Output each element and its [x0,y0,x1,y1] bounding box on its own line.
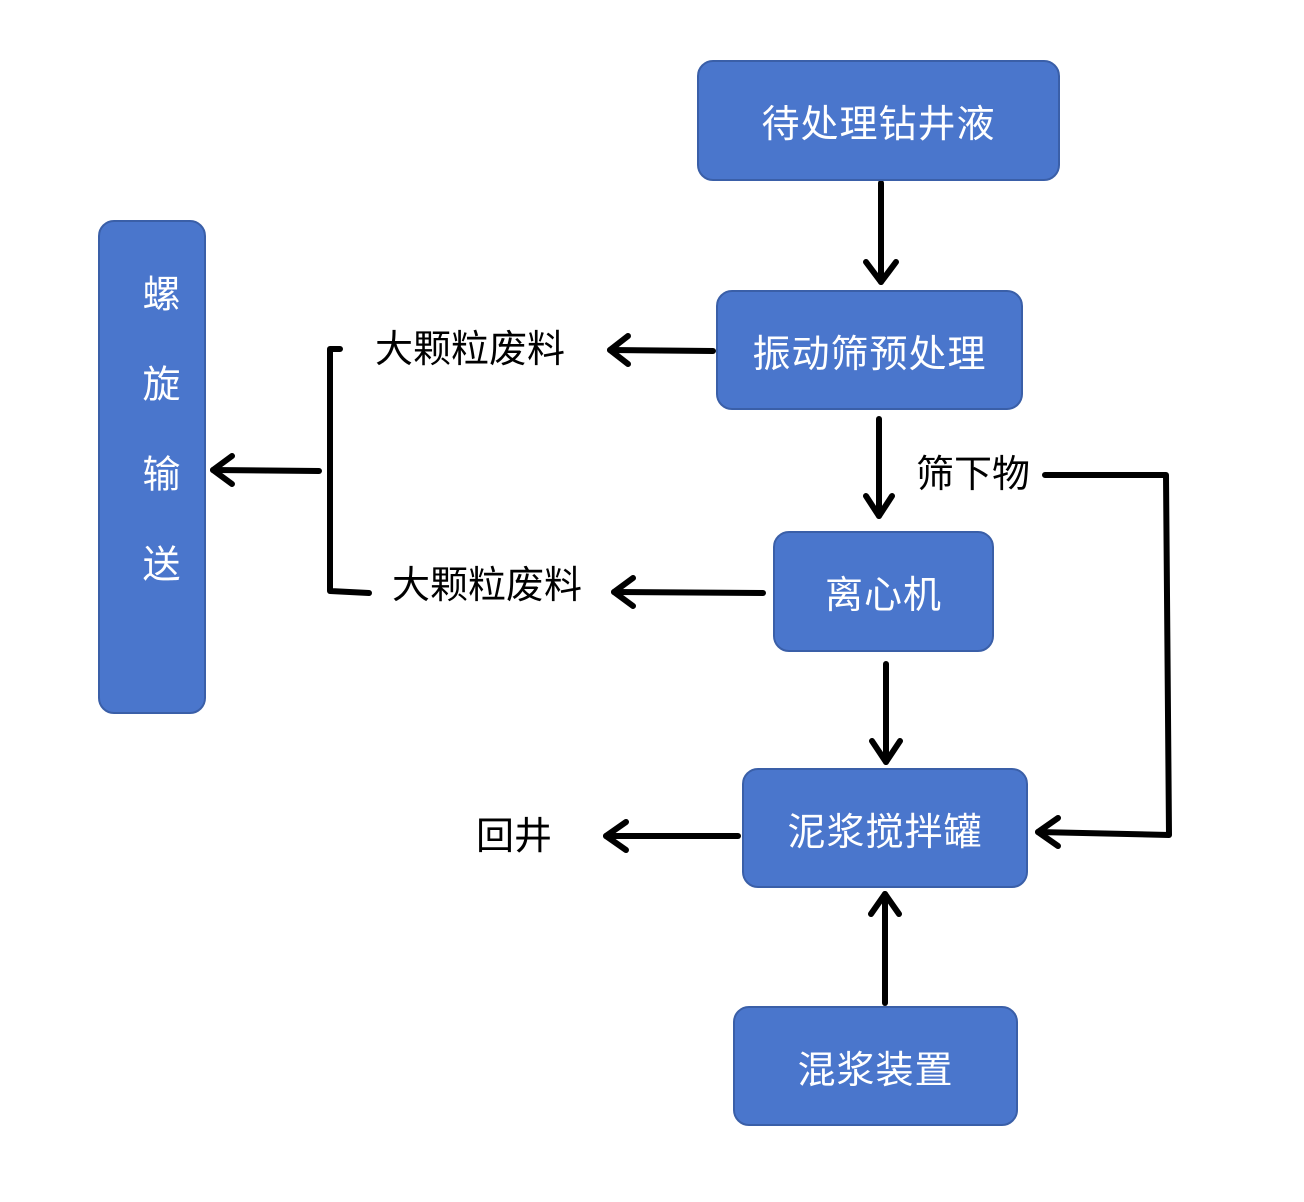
arrowhead-centrifuge-to-waste-bottom [611,575,636,609]
arrowhead-centrifuge-to-tank [869,738,903,765]
arrow-bracket-to-conveyor [210,467,322,474]
arrowhead-underflow-to-tank [1035,815,1061,849]
arrow-shaker-to-waste-top [607,347,716,354]
arrowhead-shaker-to-centrifuge [863,493,895,519]
node-input-drilling-fluid: 待处理钻井液 [697,60,1060,181]
arrowhead-input-to-shaker [863,259,899,285]
arrowhead-device-to-tank [868,891,902,917]
node-mud-mixing-device: 混浆装置 [733,1006,1018,1126]
arrowhead-bracket-to-conveyor [210,453,235,487]
node-mud-mixing-tank: 泥浆搅拌罐 [742,768,1028,888]
label-waste-top: 大颗粒废料 [375,327,566,371]
arrowhead-tank-to-return [603,819,629,853]
label-waste-bottom: 大颗粒废料 [392,563,583,607]
waste-bracket [327,346,372,596]
node-shaker-pretreatment: 振动筛预处理 [716,290,1023,410]
arrow-centrifuge-to-waste-bottom [611,589,766,596]
node-screw-conveyor: 螺旋输送机 [44,220,206,714]
node-centrifuge: 离心机 [773,531,994,652]
label-return-well: 回井 [476,814,553,858]
arrowhead-shaker-to-waste-top [607,333,631,367]
label-underflow: 筛下物 [916,452,1031,496]
arrow-underflow-to-tank [1035,472,1172,838]
